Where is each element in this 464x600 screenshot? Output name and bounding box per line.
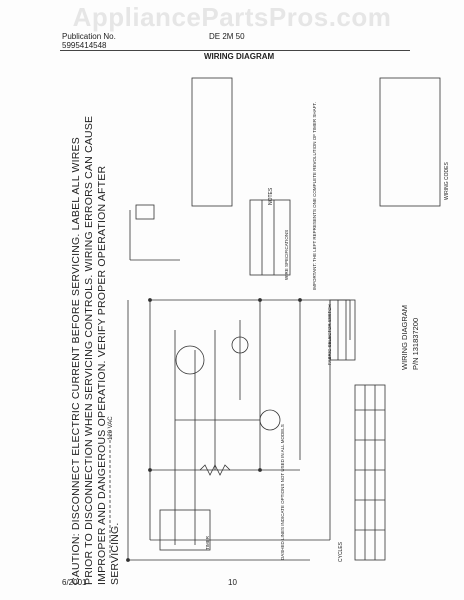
terminal — [298, 298, 302, 302]
voltage-label: 120 VAC — [108, 416, 114, 440]
header-rule — [60, 50, 410, 51]
important-note: IMPORTANT: THE LEFT REPRESENTS ONE COMPL… — [312, 102, 317, 290]
cycle-chart-table — [354, 384, 386, 561]
model-number: DE 2M 50 — [209, 32, 245, 41]
selector-table — [329, 299, 356, 361]
wire-spec-table — [249, 199, 291, 276]
legend-title: WIRING CODES — [444, 162, 450, 200]
watermark: AppliancePartsPros.com — [72, 1, 392, 32]
legend-box — [191, 77, 233, 207]
selector-title: FABRIC SELECTOR SWITCH — [327, 304, 332, 365]
wire-spec-title: WIRE SPECIFICATIONS — [284, 229, 289, 280]
footer-date: 6/2001 — [62, 578, 87, 587]
terminal — [148, 468, 152, 472]
heater-coil — [199, 464, 231, 476]
footer-page-number: 10 — [228, 578, 237, 587]
timer-label: TIMER — [205, 536, 210, 550]
publication-label: Publication No. — [62, 32, 116, 41]
terminal — [148, 298, 152, 302]
terminal — [126, 558, 130, 562]
page-title: WIRING DIAGRAM — [204, 52, 275, 61]
switch-symbol — [231, 336, 249, 354]
publication-number: 5995414548 — [62, 41, 107, 50]
cycle-title: CYCLES — [338, 541, 344, 562]
side-title: WIRING DIAGRAM — [400, 305, 409, 370]
codes-box — [379, 77, 441, 207]
motor-symbol — [175, 345, 205, 375]
terminal — [258, 298, 262, 302]
terminal — [258, 468, 262, 472]
side-part-number: P/N 131837200 — [411, 317, 420, 370]
timer-box — [159, 509, 211, 551]
heater-symbol — [259, 409, 281, 431]
switch-box-top — [135, 204, 155, 220]
dashed-note: DASHED LINES INDICATE OPTIONS NOT USED I… — [280, 424, 285, 560]
notes-title: NOTES — [268, 187, 274, 205]
